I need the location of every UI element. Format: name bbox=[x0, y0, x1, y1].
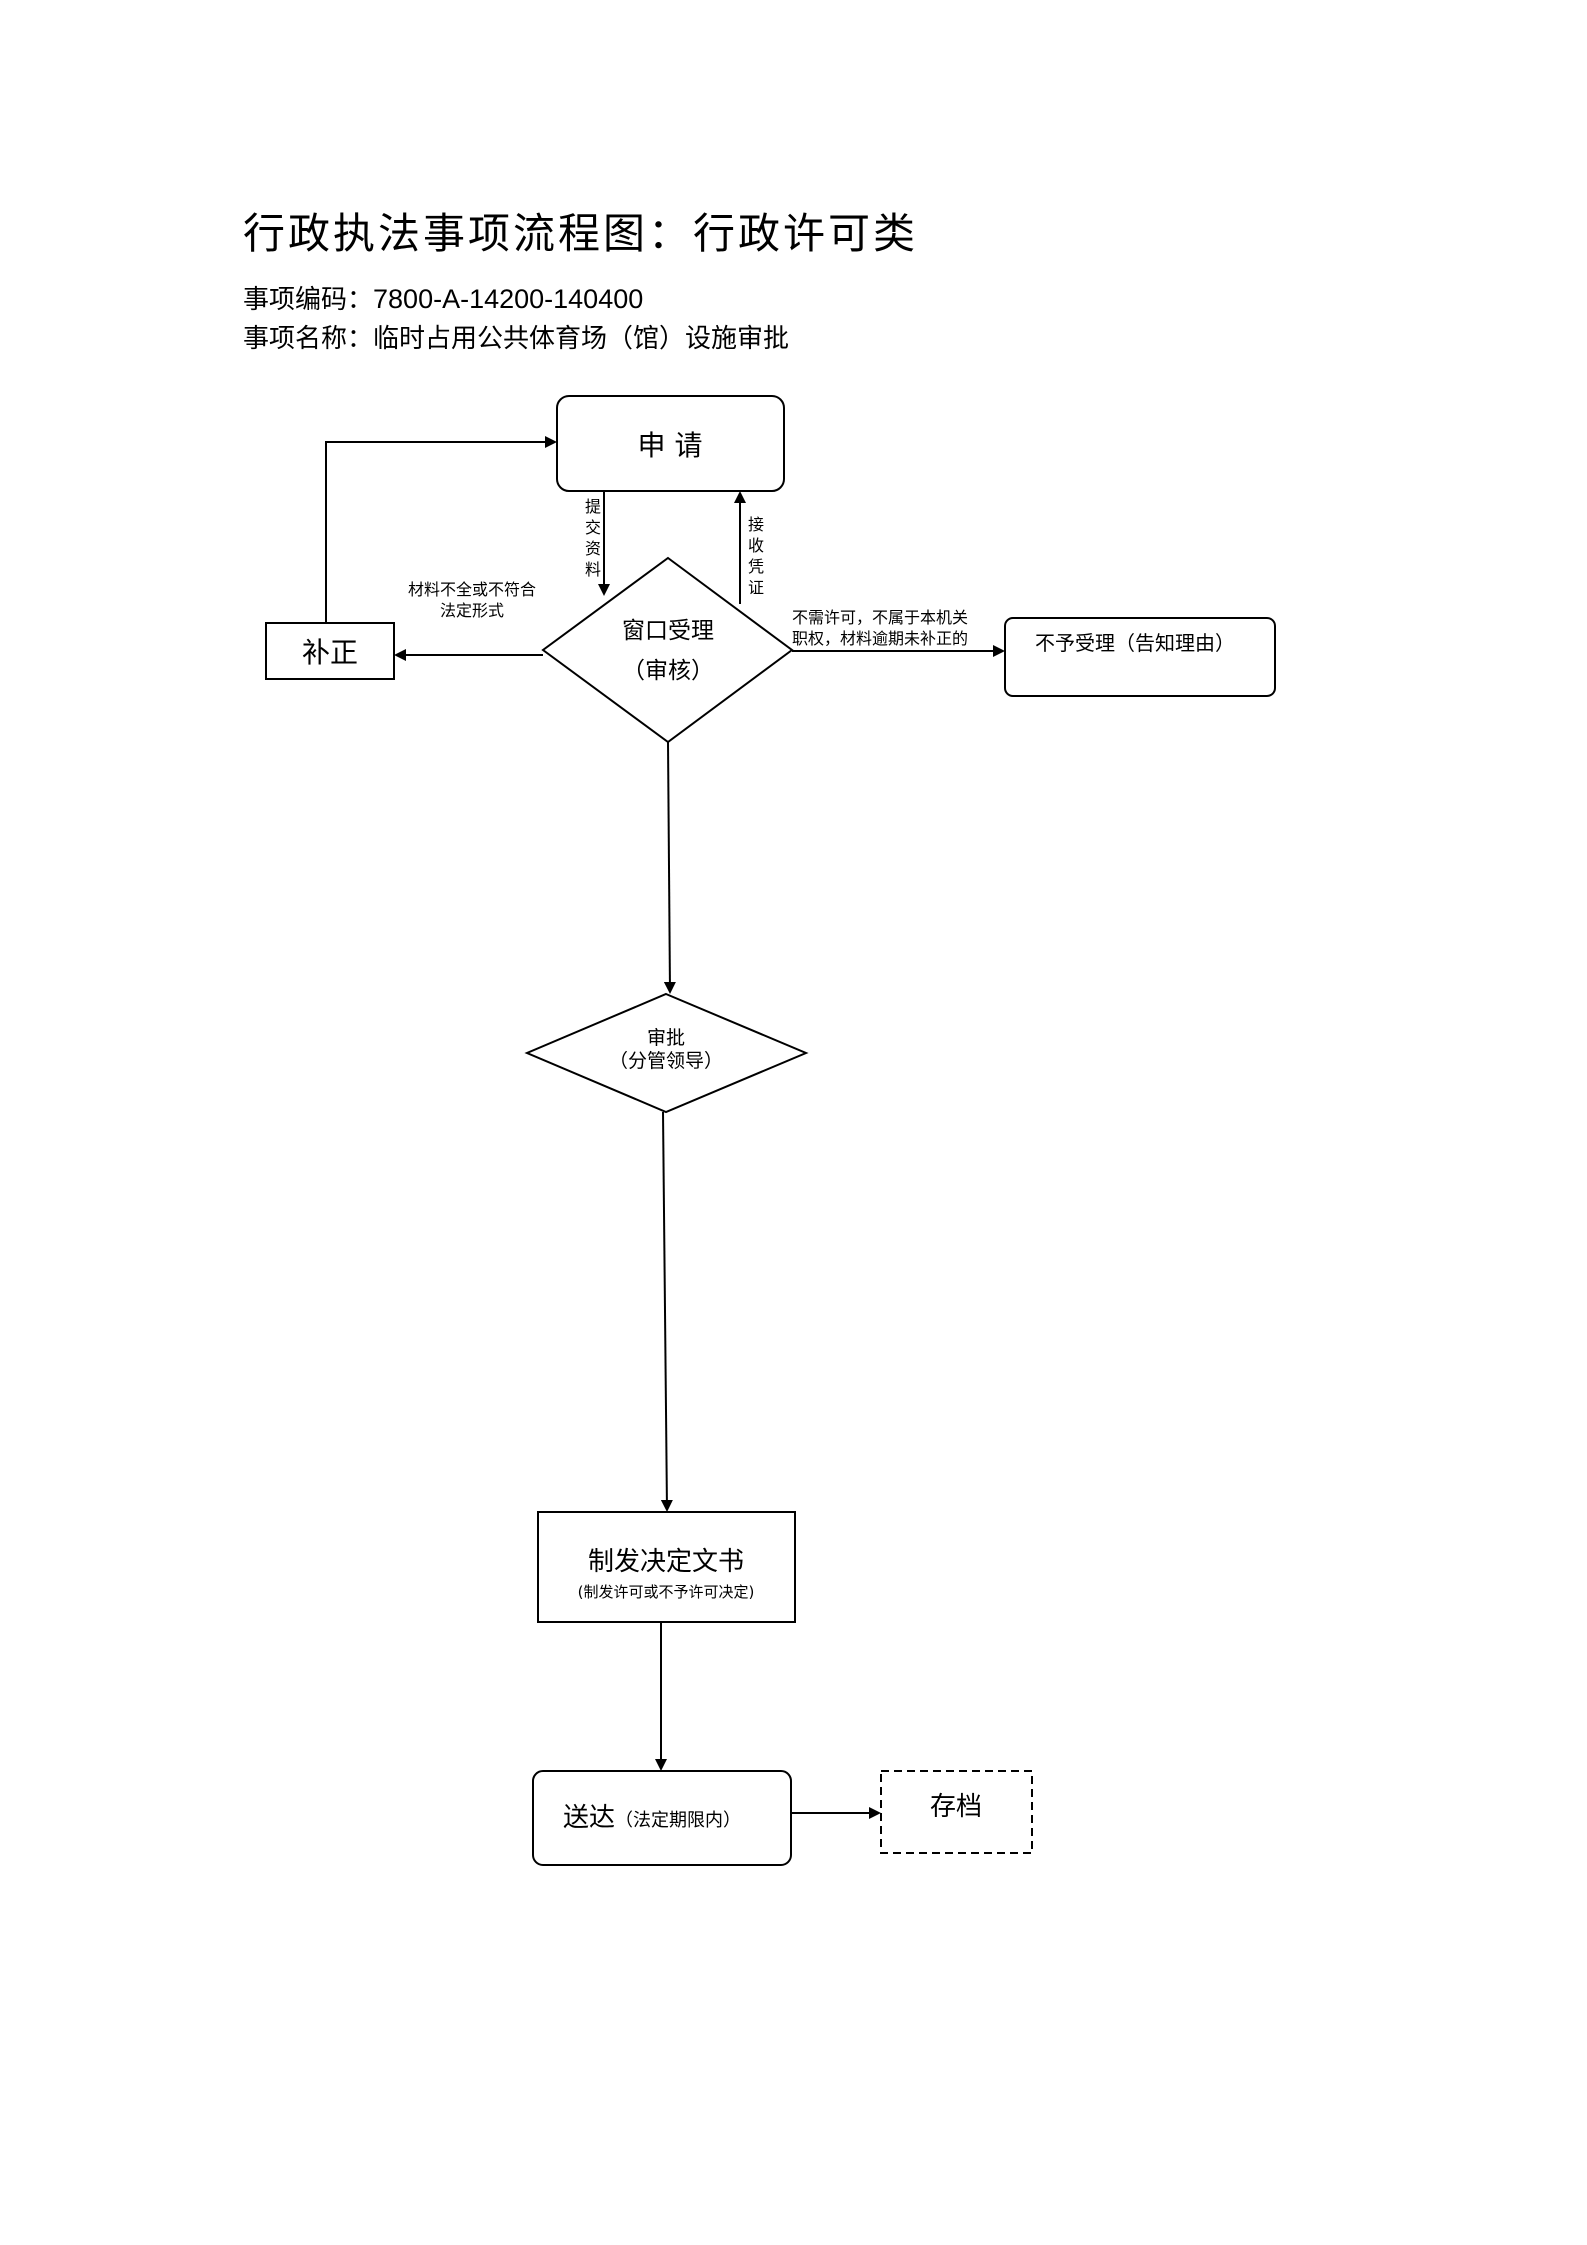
item-name-value: 临时占用公共体育场（馆）设施审批 bbox=[373, 324, 790, 354]
reject-label: 不予受理（告知理由） bbox=[1035, 631, 1235, 655]
item-name-line: 事项名称：临时占用公共体育场（馆）设施审批 bbox=[243, 321, 789, 357]
submit-char: 资 bbox=[585, 539, 601, 558]
reject-node: 不予受理（告知理由） bbox=[1004, 617, 1276, 697]
item-code-value: 7800-A-14200-140400 bbox=[373, 284, 644, 314]
window-review-label: （审核） bbox=[622, 658, 714, 684]
incomplete-line: 法定形式 bbox=[440, 601, 504, 620]
submit-label: 提 交 资 料 bbox=[585, 497, 601, 579]
submit-char: 交 bbox=[585, 518, 601, 537]
incomplete-line: 材料不全或不符合 bbox=[408, 580, 536, 599]
incomplete-label: 材料不全或不符合 法定形式 bbox=[408, 580, 536, 620]
apply-label: 申 请 bbox=[638, 429, 703, 462]
receipt-char: 证 bbox=[748, 578, 764, 597]
correction-label: 补正 bbox=[302, 636, 358, 669]
item-code-label: 事项编码： bbox=[243, 285, 374, 315]
item-name-label: 事项名称： bbox=[243, 324, 374, 354]
archive-label: 存档 bbox=[930, 1792, 982, 1822]
window-accept-label: 窗口受理 bbox=[622, 618, 714, 644]
correction-node: 补正 bbox=[265, 622, 395, 680]
receipt-char: 凭 bbox=[748, 557, 764, 576]
archive-node: 存档 bbox=[880, 1770, 1033, 1854]
no-permit-line: 不需许可，不属于本机关 bbox=[792, 608, 968, 627]
item-code-line: 事项编码：7800-A-14200-140400 bbox=[243, 281, 643, 318]
to-approve-arrow bbox=[663, 741, 676, 994]
approve-node: 审批 （分管领导） bbox=[524, 992, 809, 1114]
receipt-char: 收 bbox=[748, 536, 764, 555]
no-permit-line: 职权，材料逾期未补正的 bbox=[792, 629, 968, 648]
deliver-label: 送达 bbox=[563, 1803, 615, 1833]
correction-return-arrow bbox=[325, 436, 557, 622]
decision-node: 制发决定文书 (制发许可或不予许可决定) bbox=[537, 1511, 796, 1623]
apply-node: 申 请 bbox=[556, 395, 785, 492]
receipt-label: 接 收 凭 证 bbox=[748, 515, 764, 597]
receipt-char: 接 bbox=[748, 515, 764, 534]
decision-label: 制发决定文书 bbox=[588, 1547, 744, 1577]
deliver-sub-label: （法定期限内） bbox=[615, 1810, 741, 1831]
approve-sub-label: （分管领导） bbox=[609, 1050, 723, 1072]
submit-char: 料 bbox=[585, 560, 601, 579]
deliver-node: 送达（法定期限内） bbox=[532, 1770, 792, 1866]
page-title: 行政执法事项流程图：行政许可类 bbox=[243, 209, 919, 258]
deliver-text: 送达（法定期限内） bbox=[563, 1803, 741, 1833]
decision-sub-label: (制发许可或不予许可决定) bbox=[578, 1583, 755, 1601]
to-decision-arrow bbox=[660, 1111, 673, 1512]
no-permit-label: 不需许可，不属于本机关 职权，材料逾期未补正的 bbox=[792, 608, 968, 648]
submit-char: 提 bbox=[585, 497, 601, 516]
approve-label: 审批 bbox=[647, 1027, 685, 1049]
window-accept-node: 窗口受理 （审核） bbox=[541, 556, 794, 744]
